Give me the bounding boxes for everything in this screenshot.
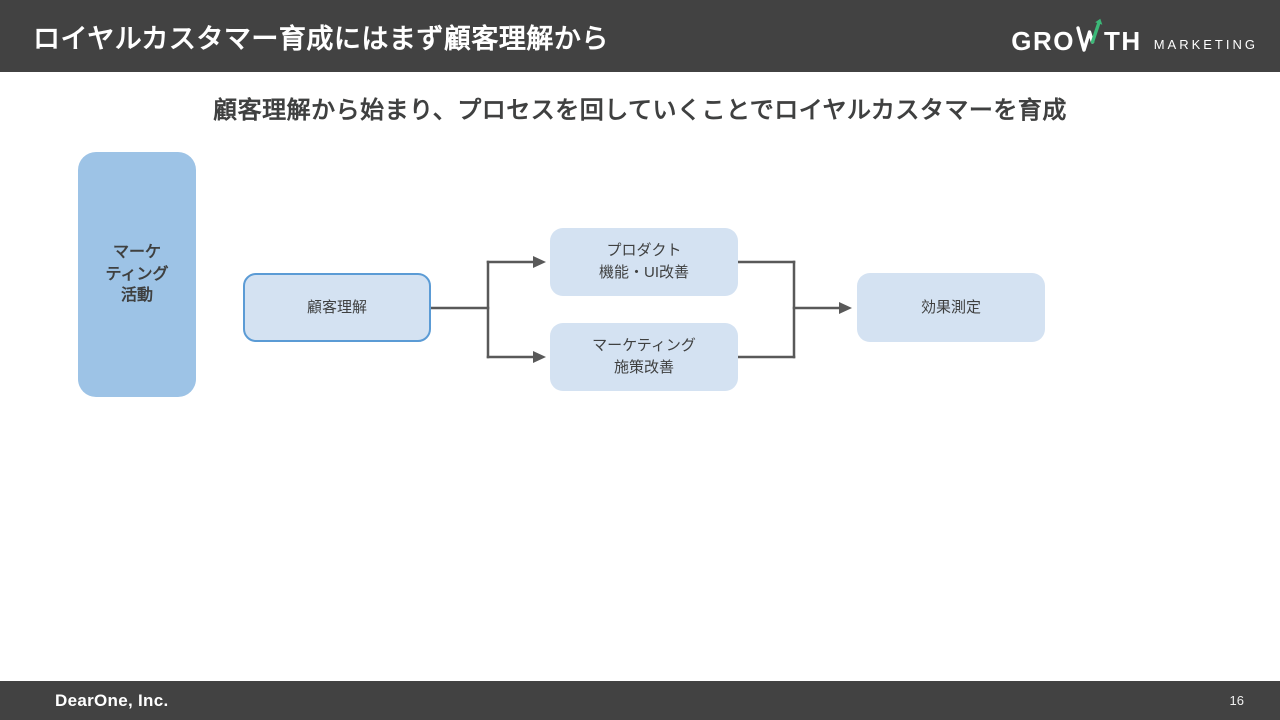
footer-bar: DearOne, Inc. 16 (0, 681, 1280, 720)
slide-subtitle: 顧客理解から始まり、プロセスを回していくことでロイヤルカスタマーを育成 (213, 97, 1067, 124)
node-effect-measurement: 効果測定 (857, 273, 1045, 342)
node-product-improvement: プロダクト 機能・UI改善 (550, 228, 738, 296)
activity-line: ティング (105, 265, 169, 283)
connector-customer-split (429, 256, 546, 363)
node-label: 顧客理解 (306, 298, 367, 316)
activity-line: マーケ (112, 244, 161, 262)
node-line: 施策改善 (613, 359, 674, 376)
logo-text-th: TH (1104, 26, 1142, 56)
node-label: 効果測定 (920, 298, 981, 316)
logo-text-gro: GRO (1011, 26, 1076, 56)
node-line: マーケティング (592, 337, 696, 355)
logo-growth-arrow-icon (1076, 18, 1103, 52)
footer-company: DearOne, Inc. (55, 690, 169, 710)
header-bar: ロイヤルカスタマー育成にはまず顧客理解から GRO TH MARKETING (0, 0, 1280, 72)
node-line: 機能・UI改善 (598, 264, 689, 281)
growth-marketing-logo: GRO TH MARKETING (1011, 18, 1258, 54)
logo-text-marketing: MARKETING (1153, 37, 1258, 52)
page-number: 16 (1229, 693, 1244, 708)
node-customer-understanding: 顧客理解 (243, 273, 431, 342)
node-marketing-improvement: マーケティング 施策改善 (550, 323, 738, 391)
activity-line: 活動 (120, 287, 153, 305)
connector-merge-measure (737, 260, 852, 359)
node-line: プロダクト (606, 242, 682, 260)
marketing-activity-box: マーケ ティング 活動 (78, 152, 196, 397)
slide-title: ロイヤルカスタマー育成にはまず顧客理解から (33, 23, 609, 54)
